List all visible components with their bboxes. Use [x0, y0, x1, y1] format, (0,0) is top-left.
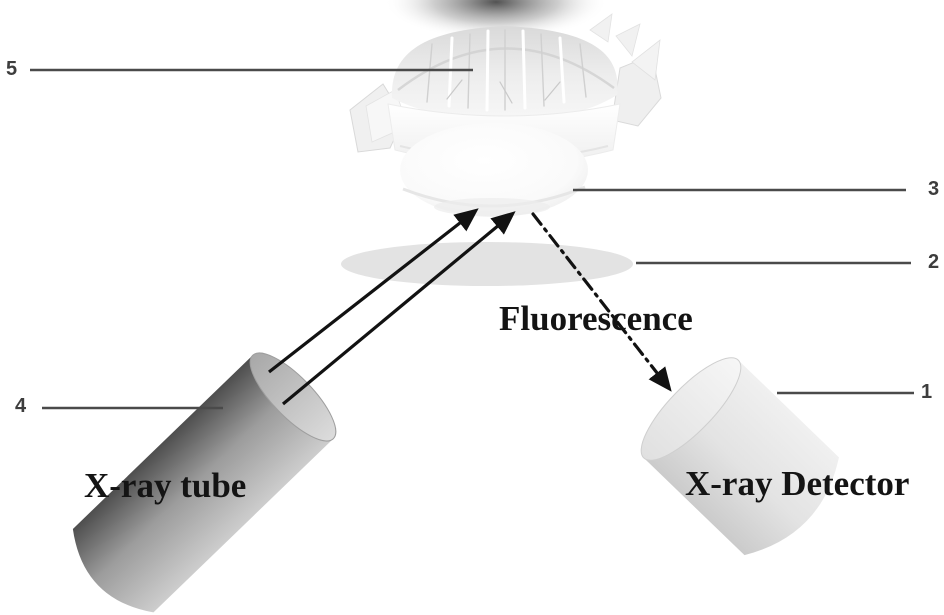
- primary-beam-arrow-1: [268, 208, 479, 374]
- callout-number-5: 5: [6, 58, 18, 80]
- cup-top-shadow: [384, 0, 608, 40]
- primary-beam-arrows: [268, 208, 516, 406]
- xray-tube-label: X-ray tube: [84, 466, 247, 505]
- callout-number-2: 2: [928, 251, 940, 273]
- sample-cup-film: [349, 13, 662, 153]
- callout-number-4: 4: [15, 395, 27, 417]
- callout-number-1: 1: [921, 381, 933, 403]
- sample-disc: [341, 242, 633, 286]
- xray-detector-label: X-ray Detector: [685, 464, 910, 503]
- fluorescence-label: Fluorescence: [499, 299, 693, 338]
- sample-cup-bottom: [400, 123, 588, 217]
- xray-detector-cylinder: [640, 357, 839, 556]
- callout-lines: [30, 68, 914, 410]
- callout-number-3: 3: [928, 178, 940, 200]
- primary-beam-arrow-2: [281, 211, 516, 406]
- fluorescence-arrow: [531, 212, 672, 392]
- sample-cup-body: [387, 103, 621, 217]
